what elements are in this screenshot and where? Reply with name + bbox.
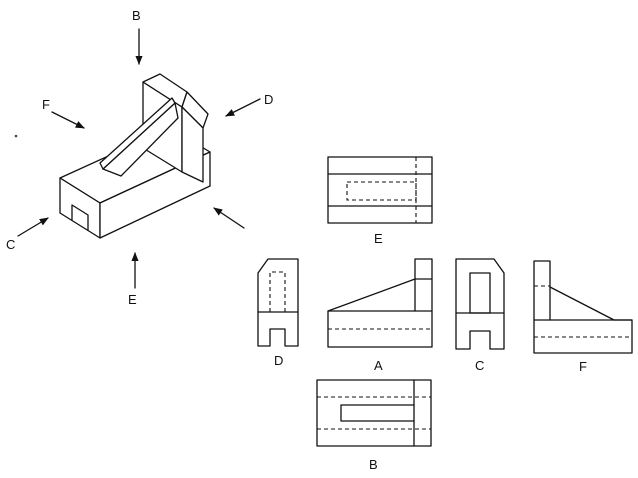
view-b [316, 379, 432, 447]
base-right-face [99, 151, 211, 239]
direction-arrows [17, 28, 261, 289]
base-slot [71, 204, 89, 231]
wall-right-face [181, 106, 204, 183]
direction-label-e: E [128, 292, 137, 307]
arrow-unlabeled [213, 207, 245, 229]
direction-label-b: B [132, 8, 141, 23]
view-a [327, 258, 433, 348]
direction-label-f: F [42, 97, 50, 112]
view-label-a: A [374, 358, 383, 373]
arrow-d [225, 98, 261, 117]
view-label-f: F [579, 359, 587, 374]
view-e [327, 156, 433, 224]
view-c [455, 258, 505, 350]
rib-top-face [99, 97, 176, 170]
view-label-e: E [374, 231, 383, 246]
arrow-c [17, 217, 49, 237]
direction-label-d: D [264, 92, 273, 107]
view-f [533, 260, 633, 354]
view-label-c: C [475, 358, 484, 373]
arrow-f [51, 111, 85, 129]
isometric-object [59, 73, 211, 239]
view-d [257, 258, 299, 347]
direction-label-c: C [6, 237, 15, 252]
view-label-b: B [369, 457, 378, 472]
view-label-d: D [274, 353, 283, 368]
stray-dot [14, 134, 18, 138]
